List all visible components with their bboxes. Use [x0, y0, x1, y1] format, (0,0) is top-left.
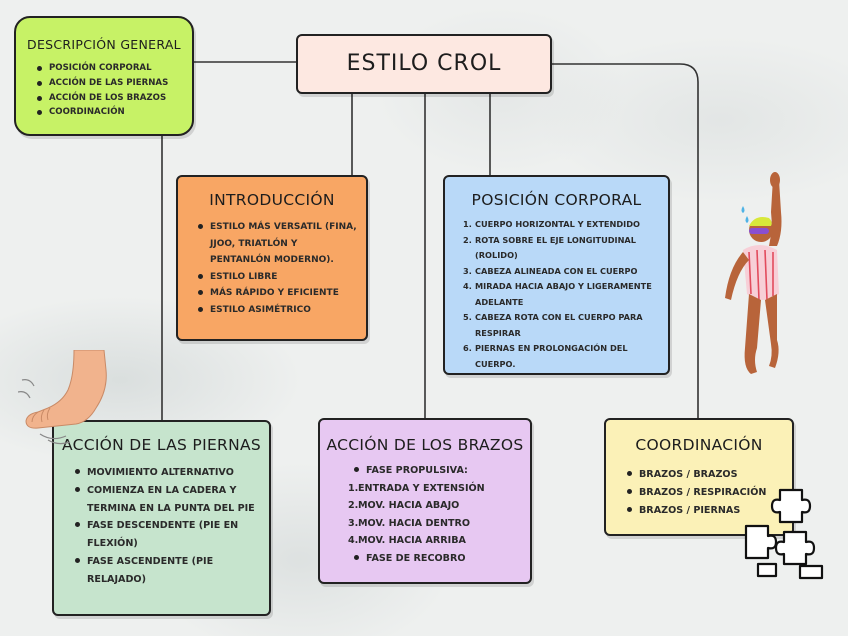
connector-title-coord [552, 63, 699, 418]
list-item: FASE ASCENDENTE (PIE RELAJADO) [75, 553, 262, 589]
list-item: 3.CABEZA ALINEADA CON EL CUERPO [463, 264, 663, 280]
list-item: 2.MOV. HACIA ABAJO [348, 497, 530, 515]
list-number: 4. [348, 535, 359, 547]
posicion-corporal-box: POSICIÓN CORPORAL 1.CUERPO HORIZONTAL Y … [443, 175, 670, 375]
accion-piernas-box: ACCIÓN DE LAS PIERNAS MOVIMIENTO ALTERNA… [52, 420, 271, 616]
list-text: MOV. HACIA ARRIBA [358, 535, 466, 547]
title-box: ESTILO CROL [296, 34, 552, 94]
accion-brazos-box: ACCIÓN DE LOS BRAZOS FASE PROPULSIVA: 1.… [318, 418, 532, 584]
list-item: 1.CUERPO HORIZONTAL Y EXTENDIDO [463, 217, 663, 233]
puzzle-icon [744, 488, 824, 580]
list-item: MÁS RÁPIDO Y EFICIENTE [198, 285, 358, 302]
list-number: 4. [463, 281, 472, 291]
list-item: COMIENZA EN LA CADERA Y TERMINA EN LA PU… [75, 482, 262, 518]
list-number: 3. [463, 265, 472, 276]
accion-brazos-heading: ACCIÓN DE LOS BRAZOS [326, 436, 524, 454]
descripcion-general-list: POSICIÓN CORPORAL ACCIÓN DE LAS PIERNAS … [37, 61, 192, 120]
page-title: ESTILO CROL [346, 51, 502, 76]
coordinacion-list: BRAZOS / BRAZOS BRAZOS / RESPIRACIÓN BRA… [627, 466, 792, 520]
list-item: ESTILO MÁS VERSATIL (FINA, JJOO, TRIATLÓ… [198, 219, 358, 269]
list-text: PIERNAS EN PROLONGACIÓN DEL CUERPO. [475, 343, 628, 369]
posicion-corporal-list: 1.CUERPO HORIZONTAL Y EXTENDIDO 2.ROTA S… [463, 217, 663, 372]
posicion-corporal-heading: POSICIÓN CORPORAL [471, 191, 642, 209]
list-number: 3. [348, 517, 359, 529]
list-item: ACCIÓN DE LAS PIERNAS [37, 76, 192, 91]
list-text: MIRADA HACIA ABAJO Y LIGERAMENTE ADELANT… [475, 281, 652, 307]
accion-piernas-heading: ACCIÓN DE LAS PIERNAS [61, 436, 262, 454]
list-item: BRAZOS / PIERNAS [627, 502, 792, 520]
list-item: BRAZOS / BRAZOS [627, 466, 792, 484]
coordinacion-box: COORDINACIÓN BRAZOS / BRAZOS BRAZOS / RE… [604, 418, 794, 536]
list-number: 6. [463, 343, 472, 353]
swimmer-icon [725, 172, 782, 374]
list-item: 2.ROTA SOBRE EL EJE LONGITUDINAL (ROLIDO… [463, 233, 663, 264]
list-number: 2. [463, 234, 472, 245]
list-item: 4.MOV. HACIA ARRIBA [348, 532, 530, 550]
introduccion-box: INTRODUCCIÓN ESTILO MÁS VERSATIL (FINA, … [176, 175, 368, 341]
list-item: ESTILO LIBRE [198, 269, 358, 286]
list-item: FASE DE RECOBRO [354, 550, 530, 568]
list-item: POSICIÓN CORPORAL [37, 61, 192, 76]
list-text: MOV. HACIA ABAJO [358, 500, 460, 512]
list-item: 4.MIRADA HACIA ABAJO Y LIGERAMENTE ADELA… [463, 279, 663, 310]
list-number: 1. [463, 219, 472, 229]
list-item: 1.ENTRADA Y EXTENSIÓN [348, 480, 530, 498]
accion-brazos-list: FASE PROPULSIVA: 1.ENTRADA Y EXTENSIÓN 2… [348, 462, 530, 568]
list-item: FASE PROPULSIVA: [354, 462, 530, 480]
descripcion-general-box: DESCRIPCIÓN GENERAL POSICIÓN CORPORAL AC… [14, 16, 194, 136]
list-item: BRAZOS / RESPIRACIÓN [627, 484, 792, 502]
accion-piernas-list: MOVIMIENTO ALTERNATIVO COMIENZA EN LA CA… [75, 464, 262, 589]
descripcion-general-heading: DESCRIPCIÓN GENERAL [27, 37, 181, 52]
list-text: CUERPO HORIZONTAL Y EXTENDIDO [475, 219, 640, 229]
list-number: 5. [463, 312, 472, 322]
list-item: 5.CABEZA ROTA CON EL CUERPO PARA RESPIRA… [463, 310, 663, 341]
coordinacion-heading: COORDINACIÓN [635, 436, 763, 454]
list-text: ENTRADA Y EXTENSIÓN [358, 482, 485, 494]
list-item: FASE DESCENDENTE (PIE EN FLEXIÓN) [75, 517, 262, 553]
introduccion-heading: INTRODUCCIÓN [209, 191, 335, 209]
list-text: CABEZA ALINEADA CON EL CUERPO [475, 265, 638, 276]
list-number: 2. [348, 500, 359, 512]
list-text: MOV. HACIA DENTRO [358, 517, 471, 529]
list-text: ROTA SOBRE EL EJE LONGITUDINAL (ROLIDO) [475, 234, 636, 261]
list-item: 3.MOV. HACIA DENTRO [348, 515, 530, 533]
list-item: MOVIMIENTO ALTERNATIVO [75, 464, 262, 482]
list-item: 6.PIERNAS EN PROLONGACIÓN DEL CUERPO. [463, 341, 663, 372]
list-number: 1. [348, 482, 359, 494]
list-item: ESTILO ASIMÉTRICO [198, 302, 358, 319]
list-text: CABEZA ROTA CON EL CUERPO PARA RESPIRAR [475, 312, 643, 338]
list-item: ACCIÓN DE LOS BRAZOS [37, 91, 192, 106]
introduccion-list: ESTILO MÁS VERSATIL (FINA, JJOO, TRIATLÓ… [198, 219, 358, 319]
foot-icon [18, 350, 107, 445]
list-item: COORDINACIÓN [37, 105, 192, 120]
